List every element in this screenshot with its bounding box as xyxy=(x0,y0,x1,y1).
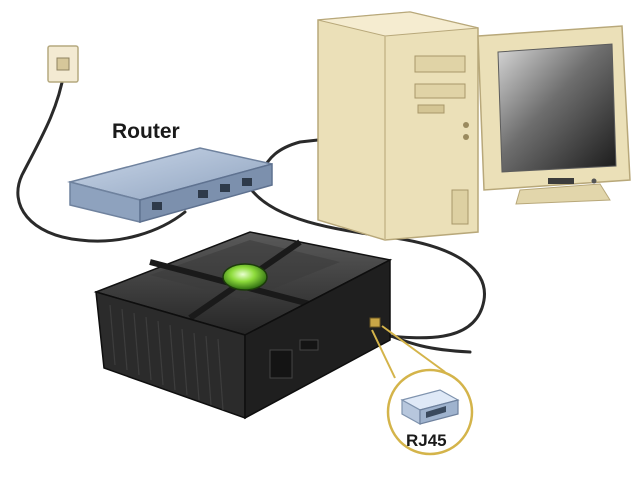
router-label: Router xyxy=(112,120,180,143)
router-port-3 xyxy=(220,184,230,192)
console-power-jewel xyxy=(222,263,268,291)
game-console-icon xyxy=(93,231,393,420)
wall-phone-jack-icon xyxy=(47,45,79,83)
rj45-label: RJ45 xyxy=(406,431,447,450)
rj45-connector-icon xyxy=(400,389,460,426)
monitor-screen xyxy=(497,43,617,173)
router-port-2 xyxy=(198,190,208,198)
router-port-4 xyxy=(242,178,252,186)
callout-leader xyxy=(371,325,446,379)
console-ethernet-port xyxy=(369,317,381,328)
rj45-callout: RJ45 xyxy=(386,368,474,456)
cable-router-to-console xyxy=(248,186,486,340)
cable-wall-to-router xyxy=(16,70,187,243)
desktop-computer-icon xyxy=(317,11,631,241)
network-router-icon xyxy=(67,147,273,223)
router-port-1 xyxy=(152,202,162,210)
